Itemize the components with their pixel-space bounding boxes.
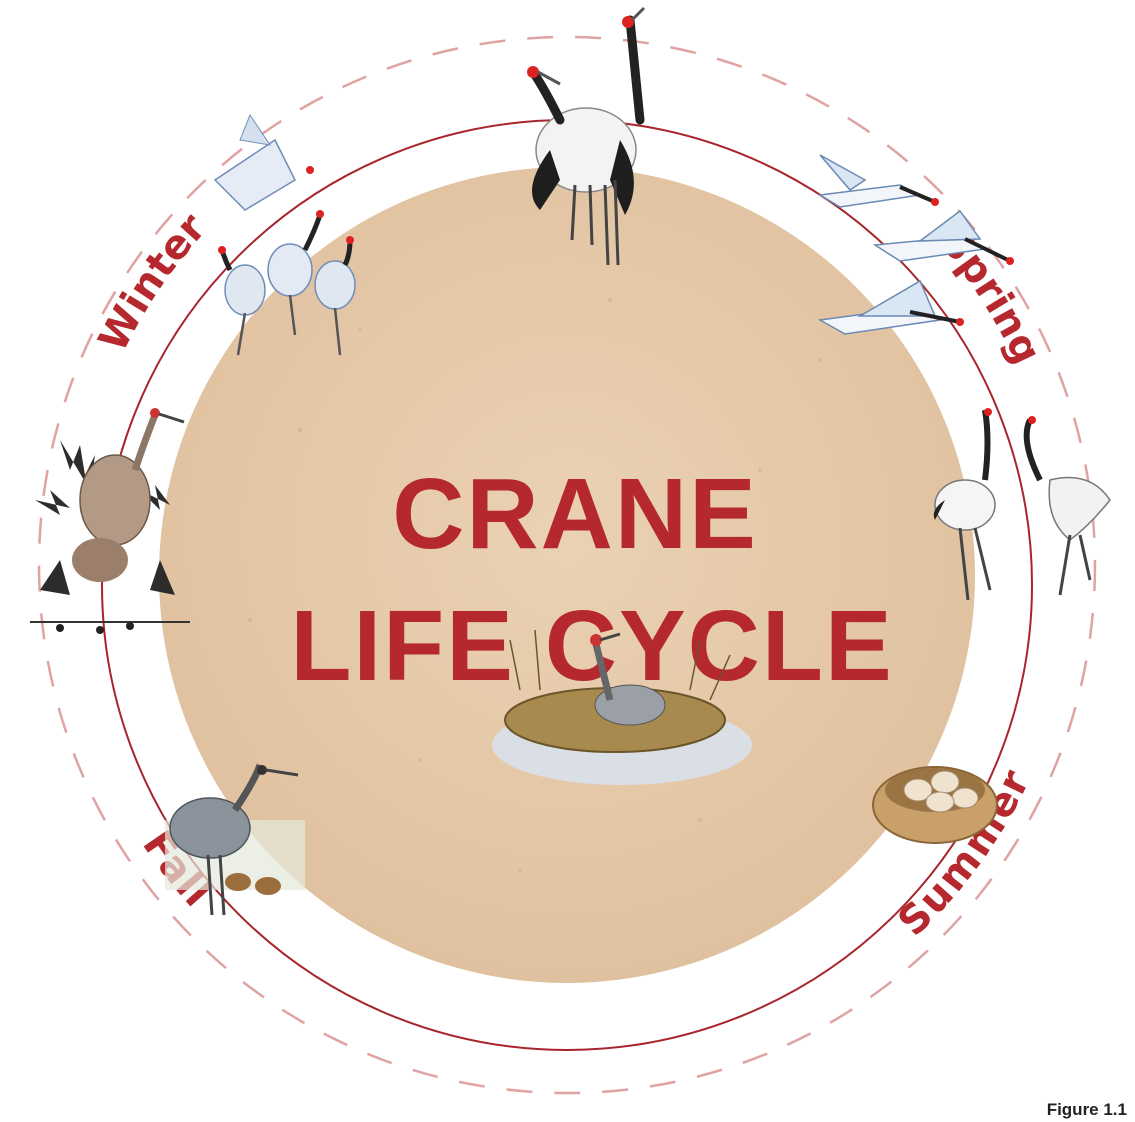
egg-nest-illustration [873, 767, 997, 843]
figure-label: Figure 1.1 [1047, 1100, 1127, 1120]
svg-text:Winter: Winter [90, 205, 215, 359]
title-line-2: LIFE CYCLE [290, 590, 893, 702]
season-label-winter: Winter [90, 205, 215, 359]
title-line-1: CRANE [392, 458, 758, 570]
